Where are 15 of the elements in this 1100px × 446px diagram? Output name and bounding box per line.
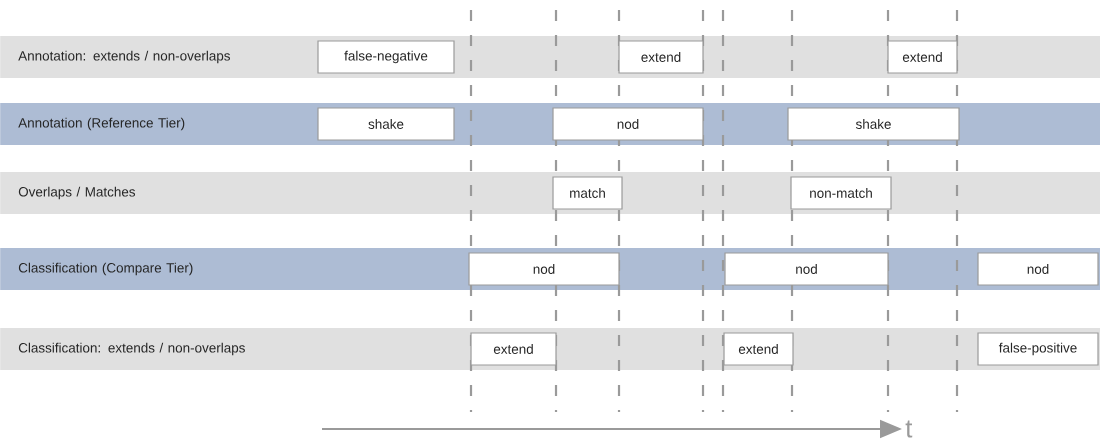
annotation-box: extend	[887, 40, 958, 74]
annotation-box: nod	[977, 252, 1099, 286]
annotation-box: nod	[724, 252, 889, 286]
annotation-box: nod	[468, 252, 620, 286]
annotation-box: extend	[470, 332, 557, 366]
annotation-box: nod	[552, 107, 704, 141]
annotation-box: shake	[787, 107, 960, 141]
annotation-box: shake	[317, 107, 455, 141]
axis-label: t	[905, 420, 913, 438]
annotation-box: extend	[618, 40, 704, 74]
annotation-box: match	[552, 176, 623, 210]
annotation-box: false-positive	[977, 332, 1099, 366]
annotation-box: non-match	[790, 176, 892, 210]
annotation-box: false-negative	[317, 40, 455, 74]
annotation-box: extend	[723, 332, 794, 366]
